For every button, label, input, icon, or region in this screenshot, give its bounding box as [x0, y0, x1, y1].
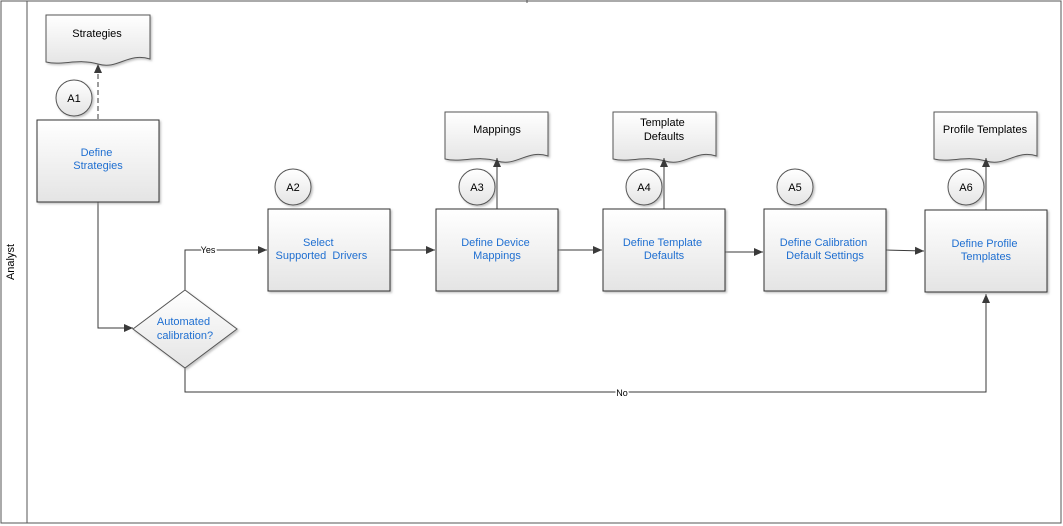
step-label: Define Template Defaults [623, 237, 705, 262]
document-strategies[interactable]: Strategies [45, 14, 151, 66]
step-id-a3: A3 [458, 168, 496, 206]
step-a3-define-device-mappings[interactable]: Define Device Mappings [435, 208, 559, 292]
step-label-line: Supported Drivers [276, 250, 368, 262]
step-id-a5: A5 [776, 168, 814, 206]
decision-label-line: calibration? [157, 330, 213, 342]
document-label: Template Defaults [640, 117, 688, 143]
step-id-label: A2 [286, 182, 299, 194]
step-label-line: Define Template [623, 237, 702, 249]
step-a1-define-strategies[interactable]: Define Strategies [36, 119, 160, 203]
step-label-line: Defaults [644, 250, 685, 262]
step-a6-define-profile-templates[interactable]: Define Profile Templates [924, 209, 1048, 293]
step-label: Define Strategies [73, 147, 123, 172]
step-label: Select Supported Drivers [276, 237, 383, 262]
step-a5-define-calibration-default-settings[interactable]: Define Calibration Default Settings [763, 208, 887, 292]
step-label-line: Mappings [473, 250, 521, 262]
step-id-label: A1 [67, 93, 80, 105]
step-label-line: Strategies [73, 160, 123, 172]
document-label-line: Template [640, 117, 685, 129]
step-id-a6: A6 [947, 168, 985, 206]
step-id-a2: A2 [274, 168, 312, 206]
step-id-label: A4 [637, 182, 650, 194]
document-label: Mappings [473, 124, 521, 136]
step-label-line: Templates [961, 251, 1012, 263]
step-label-line: Define [81, 147, 113, 159]
step-label-line: Default Settings [786, 250, 864, 262]
decision-automated-calibration[interactable]: Automated calibration? [132, 289, 238, 369]
document-profile-templates[interactable]: Profile Templates [933, 111, 1038, 163]
step-id-label: A5 [788, 182, 801, 194]
document-label: Profile Templates [943, 124, 1028, 136]
step-label: Define Device Mappings [461, 237, 533, 262]
document-template-defaults[interactable]: Template Defaults [612, 111, 717, 163]
decision-label-line: Automated [157, 316, 210, 328]
connector-label-yes: Yes [201, 245, 216, 255]
connector-a5-a6 [885, 246, 925, 255]
step-label-line: Define Calibration [780, 237, 867, 249]
connectors [94, 64, 990, 393]
document-mappings[interactable]: Mappings [444, 111, 549, 163]
step-a2-select-supported-drivers[interactable]: Select Supported Drivers [267, 208, 391, 292]
connector-no [184, 294, 990, 393]
step-label: Define Calibration Default Settings [780, 237, 871, 262]
step-label-line: Define Device [461, 237, 529, 249]
decision-label: Automated calibration? [157, 316, 213, 342]
step-label-line: Define Profile [951, 238, 1017, 250]
connector-a1-decision [97, 202, 133, 332]
step-a4-define-template-defaults[interactable]: Define Template Defaults [602, 208, 726, 292]
step-label: Define Profile Templates [951, 238, 1020, 263]
step-id-a1: A1 [55, 79, 93, 117]
lane-label: Analyst [5, 244, 17, 280]
step-id-label: A3 [470, 182, 483, 194]
connector-label-no: No [616, 388, 628, 398]
step-id-a4: A4 [625, 168, 663, 206]
step-label-line: Select [303, 237, 334, 249]
connector-yes [184, 246, 267, 290]
document-label-line: Defaults [644, 131, 685, 143]
step-id-label: A6 [959, 182, 972, 194]
document-label: Strategies [72, 28, 122, 40]
